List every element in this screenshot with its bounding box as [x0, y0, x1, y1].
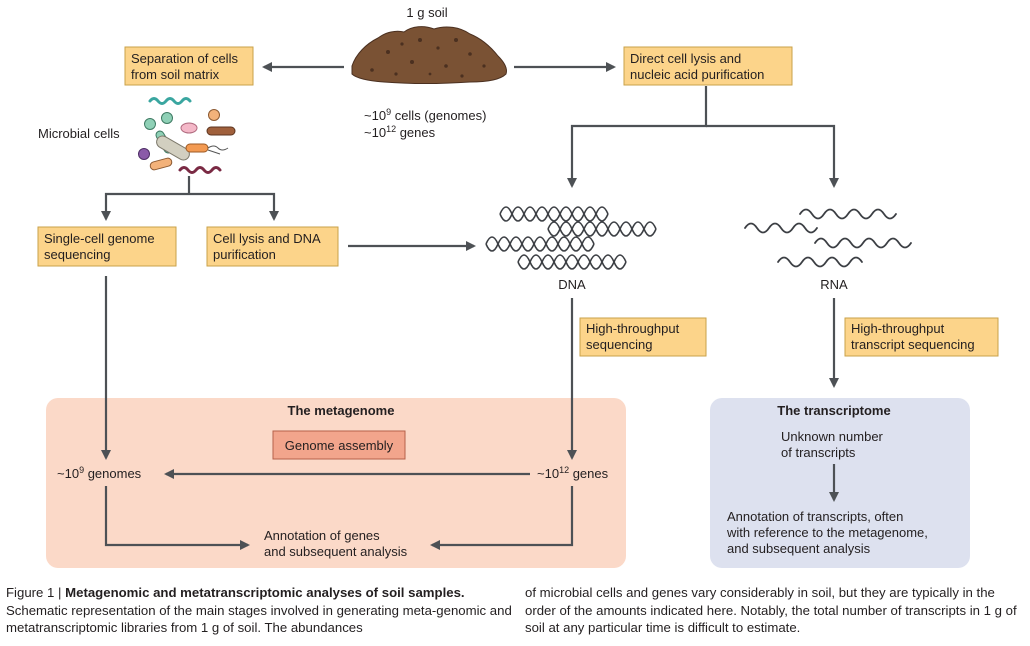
hts-dna-box: High-throughput sequencing: [579, 317, 707, 357]
svg-text:Single-cell genome: Single-cell genome: [44, 231, 155, 246]
transcriptome-panel: [710, 398, 970, 568]
arrow-genes-to-annotation: [430, 486, 574, 550]
genome-assembly-box: Genome assembly: [272, 430, 406, 460]
svg-text:Direct cell lysis and: Direct cell lysis and: [630, 51, 741, 66]
arrow-cells-to-single-cell: [101, 192, 189, 221]
svg-text:sequencing: sequencing: [586, 337, 653, 352]
unknown-transcripts-text: Unknown number: [781, 429, 884, 444]
svg-text:from soil matrix: from soil matrix: [131, 67, 220, 82]
svg-text:High-throughput: High-throughput: [851, 321, 945, 336]
arrow-genomes-to-annotation: [104, 486, 250, 550]
caption-left-column: Figure 1 | Metagenomic and metatranscrip…: [6, 584, 514, 637]
rna-strand-icon: [744, 208, 912, 268]
gene-annotation-text-2: and subsequent analysis: [264, 544, 408, 559]
arrow-cells-to-lysis: [189, 192, 279, 221]
unknown-transcripts-text-2: of transcripts: [781, 445, 856, 460]
svg-text:Cell lysis and DNA: Cell lysis and DNA: [213, 231, 321, 246]
genes-count: ~1012 genes: [537, 465, 609, 481]
svg-text:High-throughput: High-throughput: [586, 321, 680, 336]
direct-lysis-box: Direct cell lysis and nucleic acid purif…: [623, 46, 793, 86]
svg-text:nucleic acid purification: nucleic acid purification: [630, 67, 764, 82]
cell-lysis-box: Cell lysis and DNA purification: [206, 226, 339, 267]
separation-box: Separation of cells from soil matrix: [124, 46, 254, 86]
microbial-cells-label: Microbial cells: [38, 126, 120, 141]
transcriptome-title: The transcriptome: [777, 403, 890, 418]
soil-genes-count: ~1012 genes: [364, 124, 436, 140]
flow-arrows: [101, 62, 839, 550]
caption-label: Figure 1 |: [6, 585, 66, 600]
gene-annotation-text: Annotation of genes: [264, 528, 380, 543]
figure-caption: Figure 1 | Metagenomic and metatranscrip…: [6, 584, 1026, 644]
metagenome-title: The metagenome: [288, 403, 395, 418]
svg-text:purification: purification: [213, 247, 276, 262]
caption-right-column: of microbial cells and genes vary consid…: [525, 584, 1026, 637]
soil-label: 1 g soil: [406, 5, 447, 20]
genomes-count: ~109 genomes: [57, 465, 142, 481]
caption-left-body: Schematic representation of the main sta…: [6, 602, 512, 636]
svg-text:sequencing: sequencing: [44, 247, 111, 262]
transcript-annotation-text-2: with reference to the metagenome,: [726, 525, 928, 540]
arrow-direct-lysis-trunk: [567, 86, 708, 188]
caption-title: Metagenomic and metatranscriptomic analy…: [65, 585, 465, 600]
transcript-annotation-text-3: and subsequent analysis: [727, 541, 871, 556]
soil-cells-count: ~109 cells (genomes): [364, 107, 486, 123]
microbial-cells-icon: [138, 97, 236, 174]
dna-helix-icon: [485, 206, 657, 270]
metagenome-panel: [46, 398, 626, 568]
hts-rna-box: High-throughput transcript sequencing: [844, 317, 999, 357]
svg-text:Genome assembly: Genome assembly: [285, 438, 394, 453]
caption-right-body: of microbial cells and genes vary consid…: [525, 585, 1017, 635]
arrow-direct-lysis-to-rna: [706, 124, 839, 188]
transcript-annotation-text: Annotation of transcripts, often: [727, 509, 903, 524]
rna-label: RNA: [820, 277, 848, 292]
svg-text:Separation of cells: Separation of cells: [131, 51, 238, 66]
dna-label: DNA: [558, 277, 586, 292]
single-cell-box: Single-cell genome sequencing: [37, 226, 177, 267]
soil-pile-icon: [351, 26, 507, 84]
svg-text:transcript sequencing: transcript sequencing: [851, 337, 975, 352]
